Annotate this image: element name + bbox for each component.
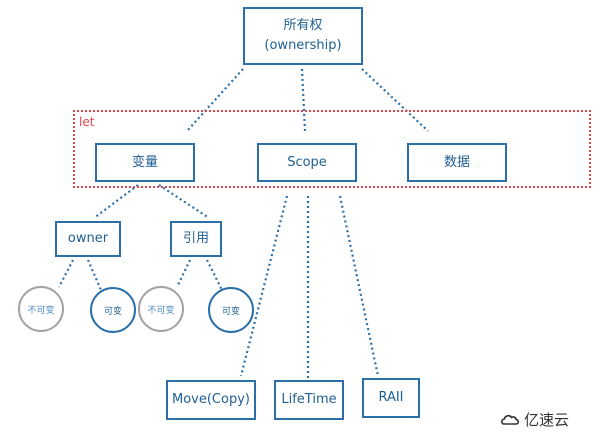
raii-label: RAII	[378, 390, 404, 405]
move-copy-node: Move(Copy)	[166, 380, 256, 420]
let-group-label: let	[79, 115, 95, 129]
move-copy-label: Move(Copy)	[172, 392, 250, 407]
reference-immutable-node: 不可变	[138, 286, 184, 332]
connector-variable-reference	[158, 184, 210, 219]
connector-owner-immutable	[58, 259, 74, 288]
reference-label: 引用	[182, 231, 209, 246]
owner-immutable-label: 不可变	[27, 305, 55, 316]
connector-scope-raii	[338, 195, 380, 377]
connector-scope-move	[239, 195, 289, 377]
owner-mutable-label: 可变	[103, 306, 122, 317]
scope-label: Scope	[287, 154, 327, 170]
reference-node: 引用	[170, 221, 222, 257]
owner-node: owner	[55, 221, 121, 257]
connector-root-variable	[186, 68, 244, 132]
reference-mutable-node: 可变	[208, 287, 254, 333]
owner-immutable-node: 不可变	[18, 286, 64, 332]
reference-immutable-label: 不可变	[147, 305, 175, 316]
root-subtitle: (ownership)	[264, 38, 342, 53]
owner-mutable-node: 可变	[90, 287, 136, 333]
connector-owner-mutable	[86, 259, 103, 291]
connector-root-scope	[300, 68, 307, 132]
connector-reference-immutable	[176, 259, 191, 288]
data-node: 数据	[407, 143, 507, 182]
lifetime-node: LifeTime	[274, 380, 344, 420]
reference-mutable-label: 可变	[221, 306, 240, 317]
scope-node: Scope	[257, 143, 357, 182]
raii-node: RAII	[362, 378, 420, 418]
connector-root-data	[361, 68, 429, 132]
connector-variable-owner	[93, 184, 139, 219]
let-group	[73, 110, 591, 188]
lifetime-label: LifeTime	[281, 392, 337, 407]
variable-label: 变量	[131, 154, 158, 170]
root-title: 所有权	[283, 18, 323, 33]
variable-node: 变量	[95, 143, 195, 182]
ownership-root-node: 所有权 (ownership)	[243, 7, 363, 65]
connector-reference-mutable	[206, 259, 223, 291]
owner-label: owner	[67, 231, 109, 246]
watermark-text: 亿速云	[524, 411, 570, 429]
watermark: 亿速云	[500, 409, 569, 430]
cloud-logo-icon	[501, 414, 520, 425]
data-label: 数据	[443, 154, 470, 170]
